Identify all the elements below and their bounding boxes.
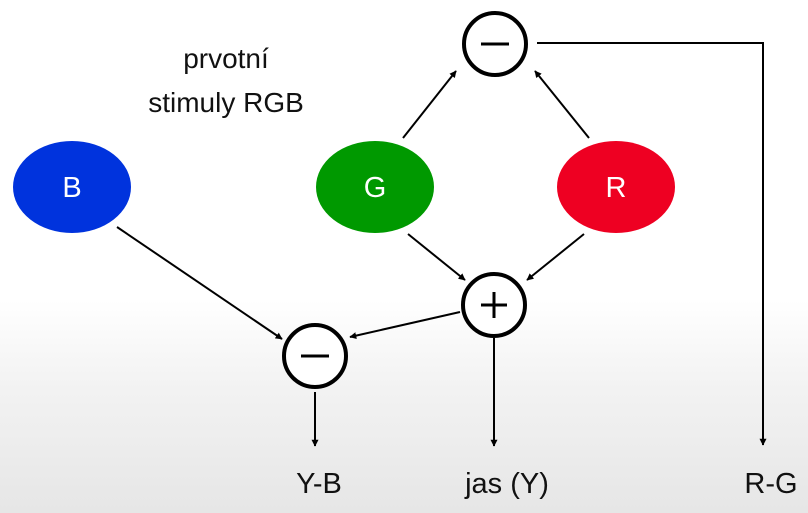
node-r: R (557, 141, 675, 233)
node-r-ellipse (557, 141, 675, 233)
arrow-rg-output (537, 42, 767, 446)
output-luminance-label: jas (Y) (464, 468, 549, 500)
node-r-label: R (606, 172, 627, 204)
node-b-ellipse (13, 141, 131, 233)
arrow-r-to-rg-minus (534, 70, 590, 139)
output-yb-label: Y-B (296, 468, 342, 500)
arrow-plus-to-yb-minus (349, 311, 461, 340)
title-line-1: prvotní (183, 43, 269, 74)
rg-minus-operator (462, 11, 528, 77)
node-g-label: G (364, 172, 387, 204)
output-rg-label: R-G (744, 468, 797, 500)
arrow-g-to-plus (407, 233, 466, 281)
sum-plus-operator (461, 272, 527, 338)
node-g-ellipse (316, 141, 434, 233)
node-b-label: B (62, 172, 81, 204)
node-b: B (13, 141, 131, 233)
arrow-b-to-yb-minus (116, 226, 283, 340)
node-g: G (316, 141, 434, 233)
arrow-g-to-rg-minus (402, 70, 457, 139)
yb-minus-operator (282, 323, 348, 389)
arrow-r-to-plus (526, 233, 585, 281)
title-line-2: stimuly RGB (148, 87, 304, 118)
